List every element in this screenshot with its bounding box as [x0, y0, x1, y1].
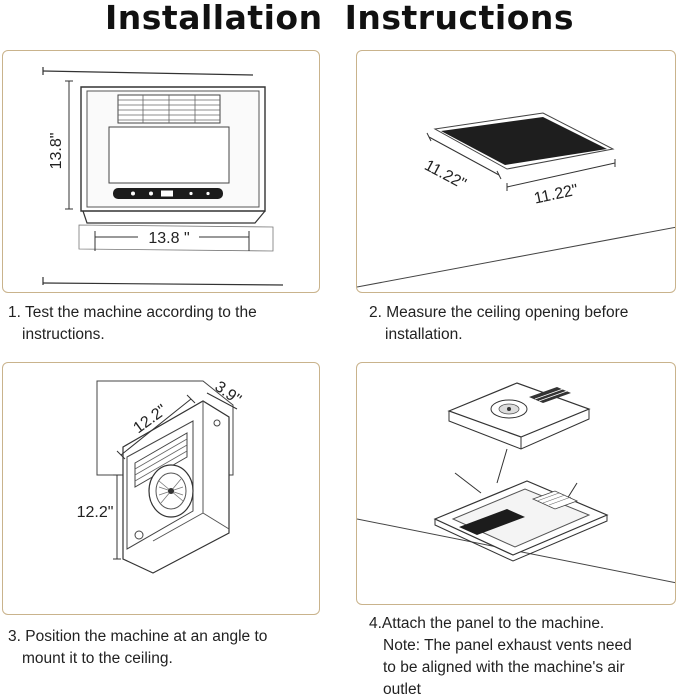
ceiling-opening-drawing: 11.22" 11.22"	[357, 112, 675, 288]
step-1-text: 1. Test the machine according to the ins…	[8, 304, 257, 343]
fan-icon	[490, 399, 528, 419]
angled-mount-drawing: 12.2" 3.9" 12.2"	[77, 378, 244, 574]
control-strip-icon	[459, 509, 525, 535]
ceiling-opening	[441, 117, 607, 165]
side-dimension-label: 12.2"	[77, 504, 114, 521]
step-4-text: 4.Attach the panel to the machine. Note:…	[369, 615, 632, 696]
vent-grille-icon	[117, 94, 221, 124]
width-dimension-label: 13.8 "	[148, 230, 189, 247]
front-view-drawing: 13.8"	[42, 67, 284, 286]
step-1-illustration: 13.8"	[2, 50, 320, 293]
height-dimension-label: 13.8"	[48, 133, 65, 170]
step-3-illustration: 12.2" 3.9" 12.2"	[2, 362, 320, 615]
page-title: Installation Instructions	[105, 0, 574, 37]
vent-grille-icon	[529, 387, 571, 403]
step-2-text: 2. Measure the ceiling opening before in…	[369, 304, 629, 343]
fan-icon	[148, 464, 194, 518]
control-strip-icon	[113, 188, 223, 199]
vent-grille-icon	[134, 432, 188, 488]
step-3-text: 3. Position the machine at an angle to m…	[8, 628, 268, 667]
step-4-illustration	[356, 362, 676, 605]
vent-grille-icon	[531, 490, 579, 510]
bottom-dimension-label: 11.22"	[533, 182, 580, 208]
left-dimension-label: 11.22"	[421, 157, 468, 193]
panel-attach-drawing	[357, 382, 675, 584]
step-2-illustration: 11.22" 11.22"	[356, 50, 676, 293]
